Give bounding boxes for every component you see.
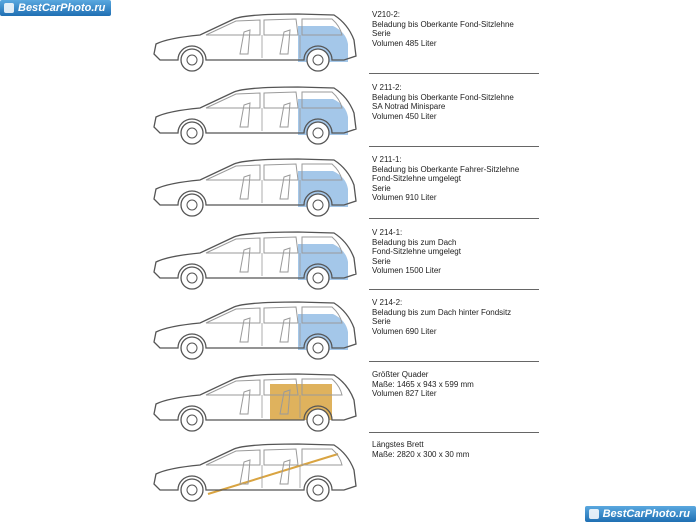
car-cutaway-illustration [153, 443, 357, 502]
configuration-detail: Volumen 827 Liter [372, 389, 437, 398]
divider [369, 289, 539, 290]
configuration-description: V 214-2:Beladung bis zum Dach hinter Fon… [372, 298, 672, 336]
car-cutaway-illustration [153, 301, 357, 360]
configuration-detail: Volumen 910 Liter [372, 193, 437, 202]
configuration-detail: SA Notrad Minispare [372, 102, 446, 111]
configuration-description: V 211-2:Beladung bis Oberkante Fond-Sitz… [372, 83, 672, 121]
configuration-detail: Volumen 690 Liter [372, 326, 437, 336]
divider [369, 218, 539, 219]
configuration-title: V 214-1: [372, 228, 403, 237]
car-cutaway-illustration [153, 231, 357, 290]
configuration-detail: Serie [372, 256, 391, 266]
configuration-title: V 211-2: [372, 83, 402, 92]
divider [369, 432, 539, 433]
car-cutaway-illustration [153, 373, 357, 432]
configuration-detail: Fond-Sitzlehne umgelegt [372, 247, 461, 256]
watermark-bottom: BestCarPhoto.ru [584, 506, 696, 522]
car-cutaway-illustration [153, 13, 357, 72]
configuration-description: V 211-1:Beladung bis Oberkante Fahrer-Si… [372, 155, 672, 203]
divider [369, 361, 539, 362]
configuration-detail: Serie [372, 183, 391, 193]
configuration-title: V 214-2: [372, 298, 403, 307]
configuration-detail: Beladung bis zum Dach hinter Fondsitz [372, 307, 512, 317]
configuration-title: V 211-1: [372, 155, 402, 164]
configuration-detail: Volumen 450 Liter [372, 111, 437, 121]
configuration-detail: Maße: 1465 x 943 x 599 mm [372, 379, 474, 389]
configuration-description: V210-2:Beladung bis Oberkante Fond-Sitzl… [372, 10, 672, 48]
car-cutaway-illustration [153, 158, 357, 217]
divider [369, 73, 539, 74]
configuration-title: Längstes Brett [372, 440, 424, 449]
configuration-detail: Maße: 2820 x 300 x 30 mm [372, 449, 470, 459]
configuration-detail: Beladung bis Oberkante Fahrer-Sitzlehne [372, 164, 520, 174]
configuration-detail: Beladung bis Oberkante Fond-Sitzlehne [372, 92, 514, 102]
configuration-detail: Serie [372, 317, 391, 326]
configuration-detail: Beladung bis Oberkante Fond-Sitzlehne [372, 19, 514, 29]
configuration-detail: Volumen 485 Liter [372, 38, 437, 48]
configuration-detail: Volumen 1500 Liter [372, 266, 441, 275]
car-cutaway-illustration [153, 86, 357, 145]
configuration-title: Größter Quader [372, 370, 429, 379]
configuration-title: V210-2: [372, 10, 401, 19]
watermark-top: BestCarPhoto.ru [0, 0, 112, 16]
configuration-detail: Beladung bis zum Dach [372, 237, 457, 247]
configuration-detail: Serie [372, 29, 391, 38]
divider [369, 146, 539, 147]
cargo-board-icon [207, 453, 339, 495]
configuration-detail: Fond-Sitzlehne umgelegt [372, 174, 461, 183]
